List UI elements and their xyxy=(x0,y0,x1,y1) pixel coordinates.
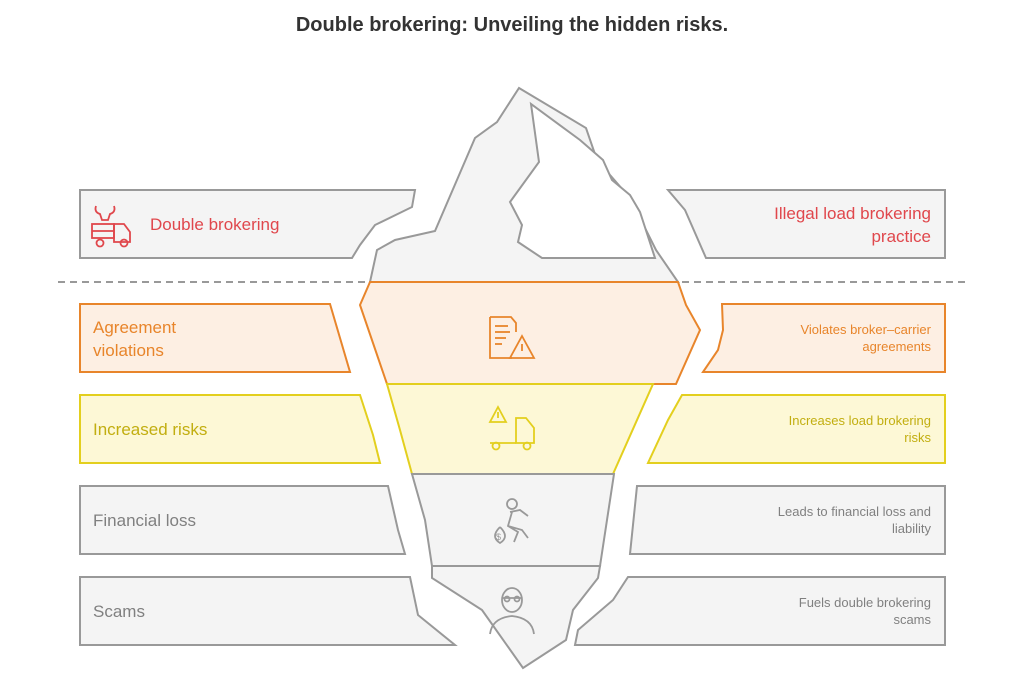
thief-money-bag-icon: $ xyxy=(494,498,529,545)
left-panel-5 xyxy=(79,576,458,646)
masked-person-icon xyxy=(489,587,535,635)
iceberg-tip-highlight xyxy=(508,101,657,259)
row-desc-1: Illegal load brokering practice xyxy=(774,204,931,246)
left-panel-4 xyxy=(79,485,407,555)
right-panel-4 xyxy=(628,485,946,555)
iceberg-section-2 xyxy=(358,281,702,385)
row-label-agreement-violations: Agreement violations xyxy=(93,318,177,360)
row-desc-3: Increases load brokering risks xyxy=(788,413,931,445)
truck-bull-icon xyxy=(91,205,131,248)
document-warning-icon xyxy=(489,316,536,359)
left-panel-2 xyxy=(79,303,352,373)
truck-warning-icon xyxy=(488,405,535,451)
row-label-financial-loss: Financial loss xyxy=(93,511,196,530)
right-panel-2 xyxy=(701,303,946,373)
row-desc-2: Violates broker–carrier agreements xyxy=(800,322,931,354)
right-panel-3 xyxy=(646,394,946,464)
left-panel-3 xyxy=(79,394,382,464)
row-label-double-brokering: Double brokering xyxy=(150,215,280,234)
row-desc-4: Leads to financial loss and liability xyxy=(777,504,931,536)
iceberg-section-4 xyxy=(410,473,616,567)
row-label-increased-risks: Increased risks xyxy=(93,420,208,439)
svg-text:$: $ xyxy=(496,532,501,542)
right-panel-5 xyxy=(573,576,946,646)
row-desc-5: Fuels double brokering scams xyxy=(798,595,931,627)
row-label-scams: Scams xyxy=(93,602,145,621)
left-panel-1 xyxy=(79,189,417,259)
right-panel-1 xyxy=(665,189,946,259)
iceberg-section-3 xyxy=(385,383,655,475)
page-title: Double brokering: Unveiling the hidden r… xyxy=(295,14,729,36)
